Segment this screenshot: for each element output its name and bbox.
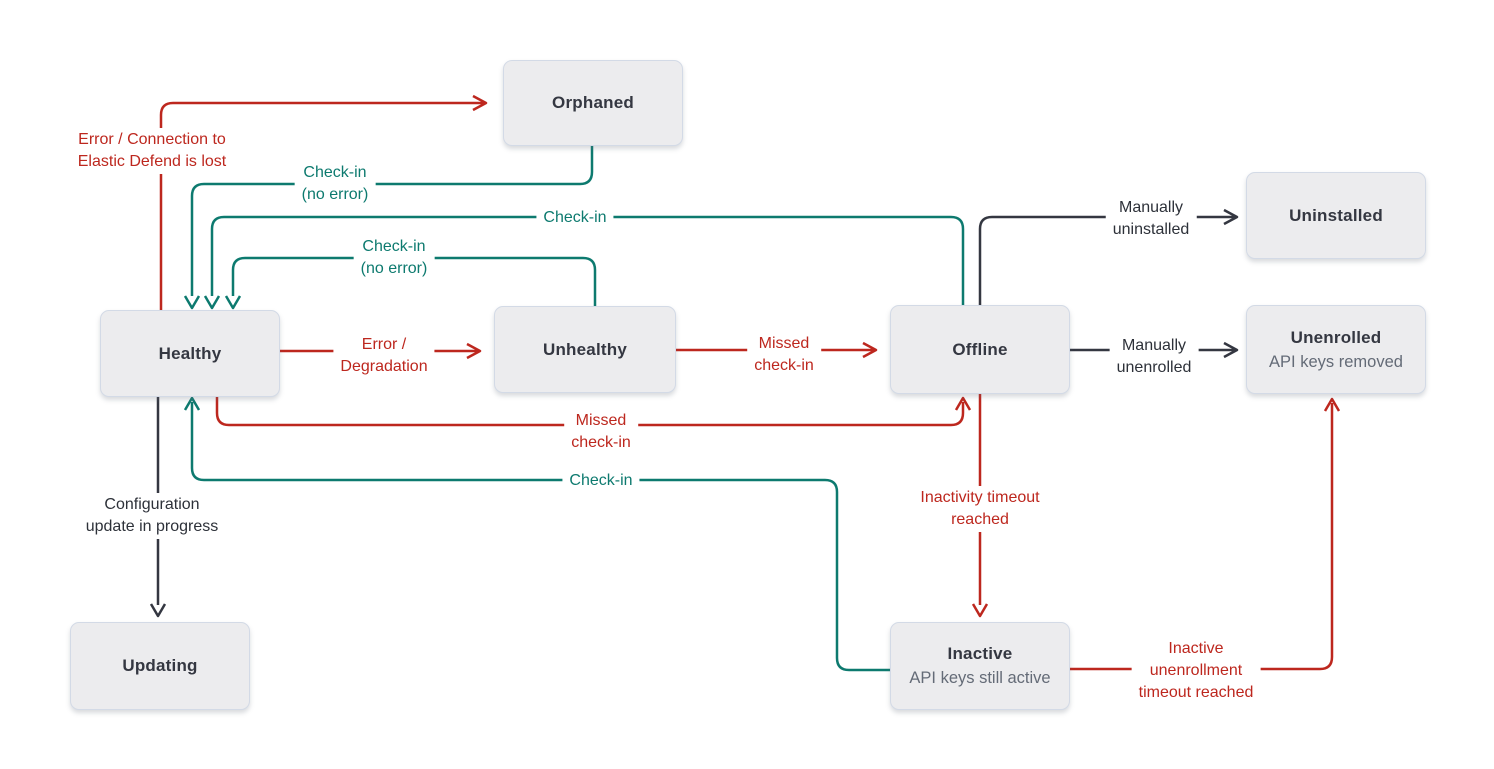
edge-label-line: unenrollment: [1149, 662, 1243, 679]
node-healthy: Healthy: [100, 310, 280, 397]
edge-label-error-degradation: Error / Degradation: [333, 333, 435, 379]
edge-label-line: Missed: [575, 412, 627, 429]
edge-label-line: Elastic Defend is lost: [77, 153, 227, 170]
node-title: Healthy: [158, 343, 222, 363]
node-subtitle: API keys removed: [1269, 352, 1403, 371]
edge-label-line: check-in: [571, 434, 631, 451]
edge-label-line: Check-in: [303, 164, 367, 181]
node-offline: Offline: [890, 305, 1070, 394]
edge-label-line: Manually: [1121, 337, 1187, 354]
node-inactive: Inactive API keys still active: [890, 622, 1070, 710]
edge-label-line: (no error): [360, 260, 428, 277]
edge-label-line: Check-in: [362, 238, 426, 255]
node-title: Orphaned: [552, 93, 634, 112]
edge-label-line: Configuration: [104, 496, 200, 513]
edge-label-line: Error / Connection to: [78, 131, 226, 148]
edge-label-manually-unenrolled: Manually unenrolled: [1109, 334, 1199, 380]
edge-label-checkin-no-error-orphaned: Check-in (no error): [294, 161, 376, 207]
node-title: Inactive: [947, 644, 1013, 663]
node-title: Offline: [952, 339, 1008, 359]
edge-label-checkin-no-error-unhealthy: Check-in (no error): [353, 235, 435, 281]
edge-label-line: check-in: [754, 357, 814, 374]
edge-label-missed-checkin-healthy: Missed check-in: [564, 409, 638, 455]
node-title: Updating: [122, 656, 198, 675]
node-orphaned: Orphaned: [503, 60, 683, 146]
node-uninstalled: Uninstalled: [1246, 172, 1426, 259]
edge-label-line: Error /: [361, 336, 407, 353]
edge-label-configuration-update: Configuration update in progress: [78, 493, 226, 539]
edge-label-line: Check-in: [569, 472, 633, 489]
edge-offline-to-healthy: [203, 215, 965, 310]
edge-label-missed-checkin-unhealthy: Missed check-in: [747, 332, 821, 378]
edge-offline-to-uninstalled: [978, 208, 1239, 305]
edge-label-line: unenrolled: [1116, 359, 1192, 376]
node-unenrolled: Unenrolled API keys removed: [1246, 305, 1426, 394]
edge-label-line: Missed: [758, 335, 810, 352]
edge-inactive-to-healthy: [183, 396, 890, 672]
node-title: Unenrolled: [1290, 327, 1382, 347]
edge-label-line: Manually: [1118, 199, 1184, 216]
edge-label-checkin-offline: Check-in: [536, 206, 614, 230]
node-subtitle: API keys still active: [909, 669, 1051, 687]
edge-label-inactive-unenrollment: Inactive unenrollment timeout reached: [1131, 637, 1261, 705]
node-updating: Updating: [70, 622, 250, 710]
edge-label-line: Inactive: [1168, 640, 1224, 657]
edge-label-line: timeout reached: [1138, 684, 1254, 701]
edge-label-line: Check-in: [543, 209, 607, 226]
edge-label-line: Inactivity timeout: [920, 489, 1040, 506]
edge-label-inactivity-timeout: Inactivity timeout reached: [913, 486, 1047, 532]
node-title: Uninstalled: [1289, 205, 1383, 225]
edge-orphaned-to-healthy: [183, 146, 594, 310]
edge-label-line: reached: [951, 511, 1009, 528]
edge-label-line: (no error): [301, 186, 369, 203]
edge-label-manually-uninstalled: Manually uninstalled: [1105, 196, 1197, 242]
edge-label-line: update in progress: [85, 518, 219, 535]
edge-label-line: uninstalled: [1112, 221, 1190, 238]
edge-label-line: Degradation: [340, 358, 428, 375]
edge-label-checkin-inactive: Check-in: [562, 469, 640, 493]
edge-label-error-connection: Error / Connection to Elastic Defend is …: [70, 128, 234, 174]
node-title: Unhealthy: [543, 339, 627, 359]
node-unhealthy: Unhealthy: [494, 306, 676, 393]
edge-inactive-to-unenrolled: [1070, 397, 1341, 671]
edge-healthy-to-orphaned: [159, 94, 488, 310]
